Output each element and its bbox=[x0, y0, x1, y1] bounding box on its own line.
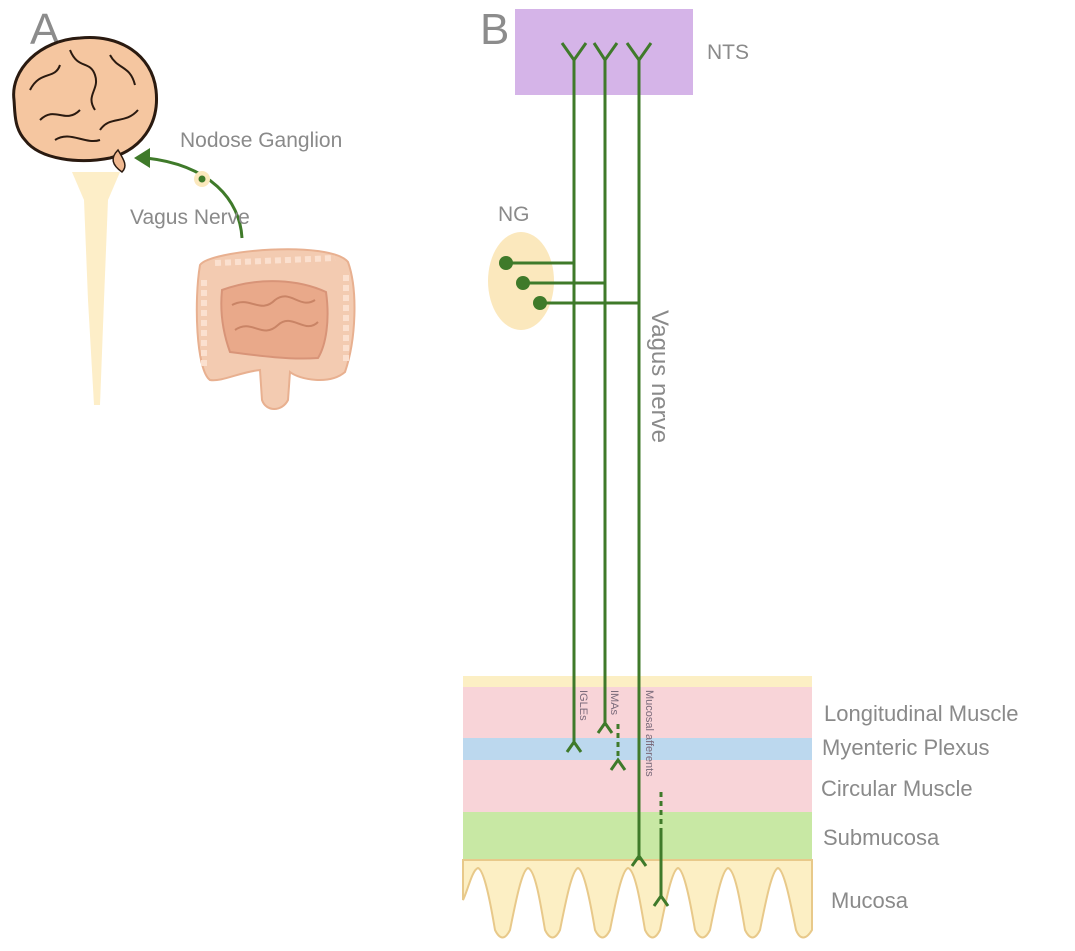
ng-cell-body-1 bbox=[499, 256, 513, 270]
ng-cell-body-3 bbox=[533, 296, 547, 310]
mucosal-afferents-label: Mucosal afferents bbox=[643, 690, 655, 777]
layer-label-circular: Circular Muscle bbox=[821, 776, 973, 801]
vagus-nerve-label-a: Vagus Nerve bbox=[130, 206, 250, 229]
layer-label-submucosa: Submucosa bbox=[823, 825, 940, 850]
vagus-nerve-label-b: Vagus nerve bbox=[646, 310, 673, 443]
intestine-illustration bbox=[197, 249, 355, 409]
ng-label: NG bbox=[498, 203, 530, 226]
layer-label-longitudinal: Longitudinal Muscle bbox=[824, 701, 1018, 726]
layer-label-mucosa: Mucosa bbox=[831, 888, 909, 913]
vagus-arrow-head bbox=[134, 148, 150, 168]
ng-cell-body-2 bbox=[516, 276, 530, 290]
mucosa-villi bbox=[463, 860, 812, 938]
layer-label-myenteric: Myenteric Plexus bbox=[822, 735, 990, 760]
brain-illustration bbox=[14, 38, 157, 172]
nodose-ganglion-dot bbox=[199, 176, 206, 183]
ima-label: IMAs bbox=[608, 690, 620, 716]
nodose-ganglion-label: Nodose Ganglion bbox=[180, 129, 342, 152]
spinal-cord bbox=[72, 172, 120, 405]
nts-label: NTS bbox=[707, 41, 749, 64]
panel-b-letter: B bbox=[480, 5, 509, 54]
igle-label: IGLEs bbox=[577, 690, 589, 721]
